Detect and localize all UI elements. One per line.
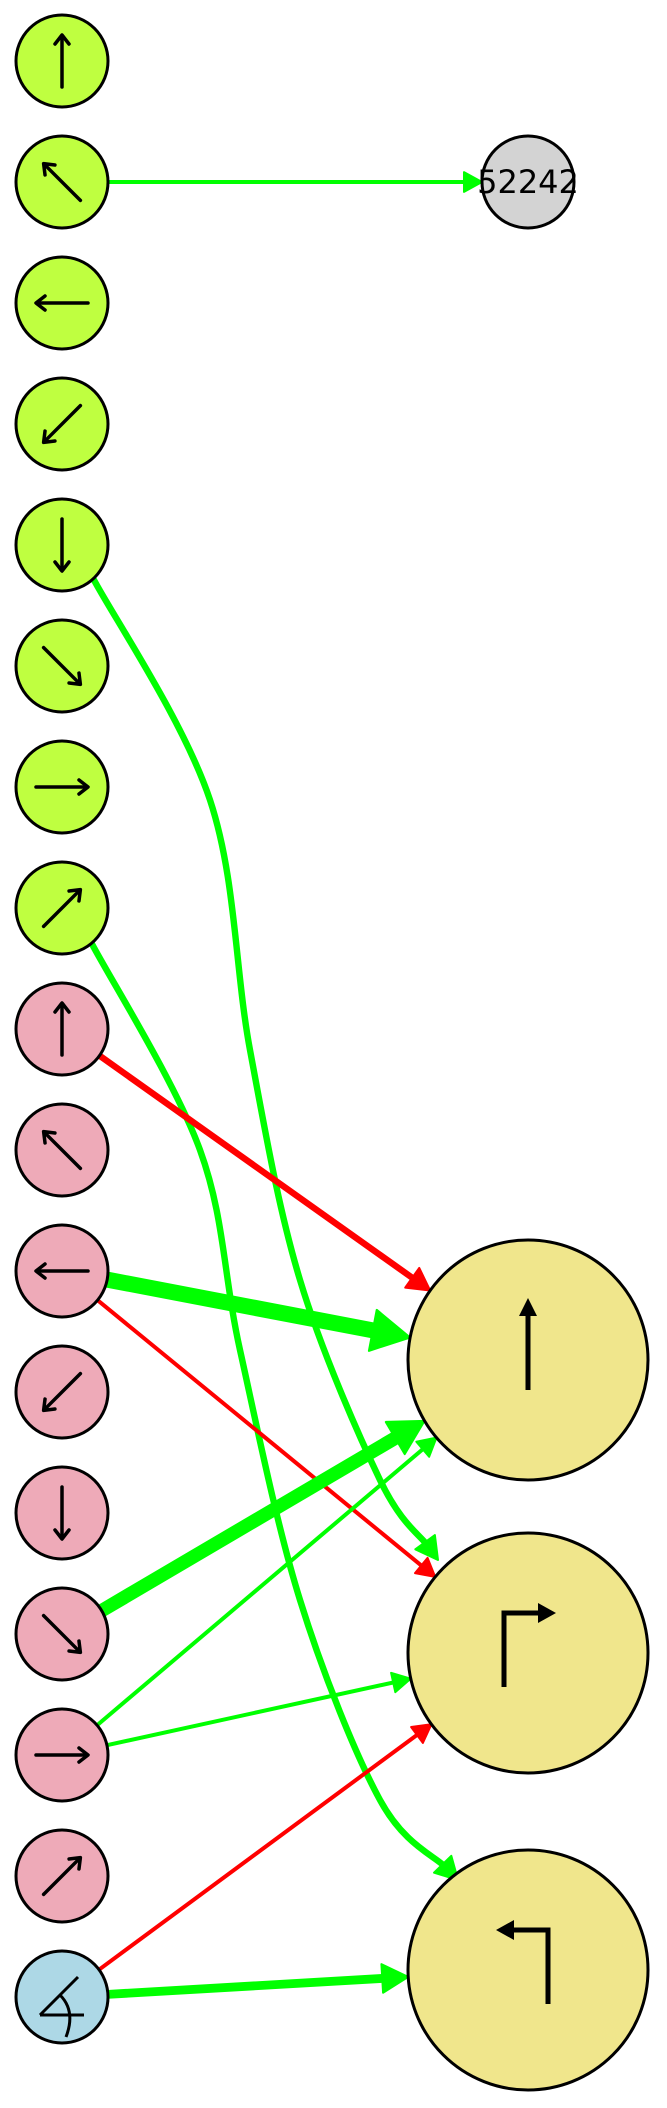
edge-p-downright-to-t-straight — [94, 1419, 426, 1618]
node-g-upleft[interactable] — [14, 134, 110, 230]
node-b-angle[interactable] — [14, 1949, 110, 2045]
node-t-right[interactable] — [406, 1531, 650, 1775]
node-p-upleft[interactable] — [14, 1102, 110, 1198]
node-circle — [406, 1531, 650, 1775]
edge-arrowhead — [380, 1963, 410, 1994]
edge-arrowhead — [367, 1308, 412, 1352]
node-g-right[interactable] — [14, 739, 110, 835]
node-p-up[interactable] — [14, 981, 110, 1077]
arrow-icon — [53, 517, 71, 573]
turn-right-arrow-icon — [501, 1603, 556, 1687]
edge-line — [97, 1731, 422, 1972]
arrow-icon — [53, 1001, 71, 1057]
node-p-downright[interactable] — [14, 1586, 110, 1682]
edge-b-angle-to-t-left — [103, 1963, 410, 1999]
node-t-straight[interactable] — [406, 1238, 650, 1482]
edges-layer — [88, 171, 483, 1999]
turn-left-arrow-icon — [496, 1920, 551, 2004]
edge-b-angle-to-t-right — [97, 1723, 433, 1972]
arrow-icon — [41, 887, 83, 929]
arrow-icon — [53, 33, 71, 89]
arrow-icon — [41, 1855, 83, 1897]
arrow-icon — [41, 645, 83, 687]
node-p-upright[interactable] — [14, 1828, 110, 1924]
edge-g-upright-to-t-left — [88, 940, 459, 1881]
node-label: 52242 — [477, 163, 579, 201]
edge-line — [90, 576, 431, 1549]
node-g-up[interactable] — [14, 13, 110, 109]
nodes-layer: 52242 — [14, 13, 650, 2092]
node-n-52242[interactable]: 52242 — [477, 134, 579, 230]
edge-arrowhead — [414, 1534, 439, 1561]
angle-icon — [38, 1975, 84, 2038]
edge-p-left-to-t-right — [95, 1298, 437, 1578]
edge-p-up-to-t-straight — [96, 1052, 432, 1292]
edge-p-left-to-t-straight — [99, 1271, 412, 1352]
edge-line — [94, 1428, 407, 1618]
node-circle — [480, 134, 576, 230]
edge-line — [95, 1298, 426, 1570]
edge-line — [99, 1271, 387, 1340]
edge-line — [95, 1445, 427, 1728]
node-p-right[interactable] — [14, 1707, 110, 1803]
node-g-down[interactable] — [14, 497, 110, 593]
arrow-icon — [41, 403, 83, 445]
arrow-icon — [41, 1613, 83, 1655]
edge-arrowhead — [432, 1854, 459, 1881]
node-t-left[interactable] — [406, 1848, 650, 2092]
edge-g-upleft-to-n-52242 — [106, 171, 483, 193]
node-p-left[interactable] — [14, 1223, 110, 1319]
edge-g-down-to-t-right — [90, 576, 439, 1561]
node-g-downright[interactable] — [14, 618, 110, 714]
arrow-icon — [53, 1485, 71, 1541]
edge-arrowhead — [384, 1419, 426, 1456]
edge-arrowhead — [463, 171, 483, 193]
node-g-upright[interactable] — [14, 860, 110, 956]
edge-p-right-to-t-straight — [95, 1436, 438, 1728]
arrow-icon — [41, 161, 83, 203]
edge-p-right-to-t-right — [104, 1671, 412, 1748]
arrow-icon — [34, 1746, 90, 1764]
edge-line — [103, 1973, 391, 1999]
straight-arrow-icon — [519, 1298, 537, 1390]
edge-arrowhead — [415, 1436, 438, 1458]
arrow-icon — [41, 1371, 83, 1413]
arrow-icon — [34, 778, 90, 796]
edge-line — [96, 1052, 419, 1283]
node-p-down[interactable] — [14, 1465, 110, 1561]
arrow-icon — [34, 294, 90, 312]
node-g-left[interactable] — [14, 255, 110, 351]
arrow-icon — [41, 1129, 83, 1171]
edge-arrowhead — [413, 1556, 437, 1578]
edge-line — [88, 940, 449, 1870]
edge-arrowhead — [390, 1671, 412, 1694]
arrow-icon — [34, 1262, 90, 1280]
edge-arrowhead — [410, 1723, 433, 1744]
edge-arrowhead — [404, 1266, 432, 1292]
node-g-downleft[interactable] — [14, 376, 110, 472]
edge-line — [104, 1679, 398, 1748]
node-circle — [406, 1848, 650, 2092]
node-p-downleft[interactable] — [14, 1344, 110, 1440]
